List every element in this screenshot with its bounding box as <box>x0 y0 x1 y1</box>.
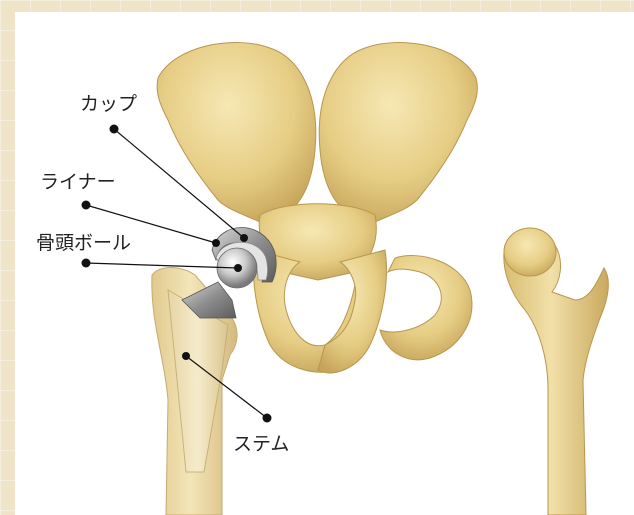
right-femur <box>504 232 609 515</box>
right-femoral-head <box>504 228 556 276</box>
dot-cup-end <box>240 234 248 242</box>
label-liner: ライナー <box>40 171 116 193</box>
left-iliac-wing <box>157 42 316 222</box>
right-obturator-ring <box>380 256 472 360</box>
dot-cup-start <box>110 125 119 134</box>
dot-head-end <box>234 264 242 272</box>
dot-stem-start <box>182 352 190 360</box>
dot-liner-start <box>82 201 91 210</box>
dot-liner-end <box>212 239 220 247</box>
label-stem: ステム <box>233 433 289 455</box>
label-cup: カップ <box>80 93 137 115</box>
dot-head-start <box>82 259 91 268</box>
leader-line-head <box>86 263 238 268</box>
right-iliac-wing <box>319 42 477 222</box>
dot-stem-end <box>263 414 272 423</box>
label-head-ball: 骨頭ボール <box>36 232 131 254</box>
